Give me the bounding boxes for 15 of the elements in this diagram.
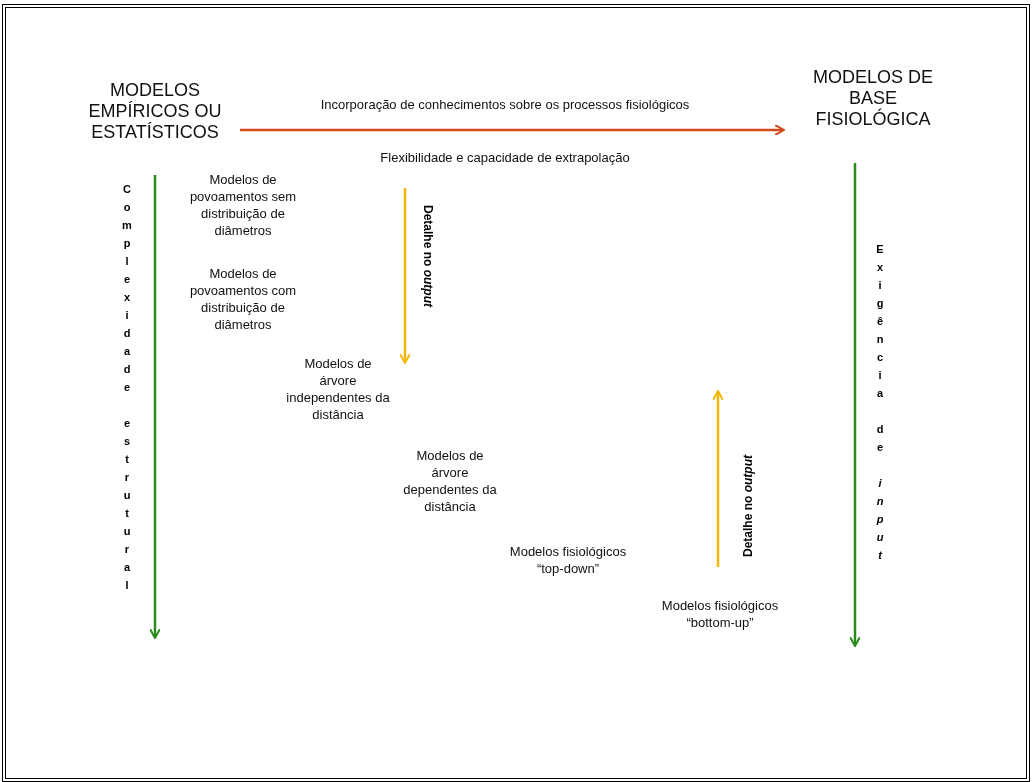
vertical-label: Complexidade estrutural <box>121 183 133 597</box>
label-text: Modelos fisiológicos “bottom-up” <box>660 597 780 631</box>
heading-text: MODELOS EMPÍRICOS OU ESTATÍSTICOS <box>85 80 225 143</box>
label-text: Modelos de árvore dependentes da distância <box>402 447 498 515</box>
label-text: Modelos de árvore independentes da distância <box>285 355 391 423</box>
heading-text: MODELOS DE BASE FISIOLÓGICA <box>798 67 948 130</box>
label-text: Modelos de povoamentos sem distribuição de diâmetros <box>188 171 298 239</box>
edge-label: Incorporação de conhecimentos sobre os processos fisiológicos <box>319 96 691 113</box>
arrow <box>240 124 785 136</box>
vertical-label: Detalhe no output <box>421 205 435 307</box>
vertical-label: Exigência de input <box>874 243 886 567</box>
vertical-label: Detalhe no output <box>741 455 755 557</box>
label-text: Modelos de povoamentos com distribuição de diâmetros <box>188 265 298 333</box>
label-text: Flexibilidade e capacidade de extrapolação <box>379 149 631 166</box>
label-text: Modelos fisiológicos “top-down” <box>508 543 628 577</box>
